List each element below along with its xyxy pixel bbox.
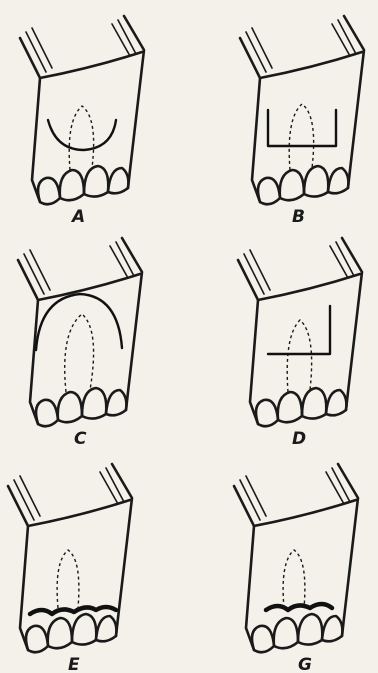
panel-label: G xyxy=(298,655,312,673)
panel-label: B xyxy=(292,207,305,227)
root-outline xyxy=(65,314,94,392)
panel-label: A xyxy=(70,207,85,227)
incision-line xyxy=(30,607,116,614)
incision-line xyxy=(36,294,122,350)
panel-label: C xyxy=(74,429,87,449)
panel-label: D xyxy=(292,429,306,449)
teeth xyxy=(36,388,126,426)
root-outline xyxy=(287,320,311,392)
teeth xyxy=(258,166,348,204)
teeth xyxy=(256,388,346,426)
panel-label: E xyxy=(68,655,80,673)
teeth xyxy=(38,166,128,204)
root-outline xyxy=(283,550,305,608)
incision-line xyxy=(266,604,332,610)
panel-c: C xyxy=(18,238,142,449)
panel-d: D xyxy=(238,238,362,449)
root-outline xyxy=(289,104,313,170)
incision-line xyxy=(48,120,116,150)
panel-b: B xyxy=(240,16,364,227)
incision-line xyxy=(268,110,336,146)
panel-e: E xyxy=(8,464,132,673)
incision-line xyxy=(268,306,330,354)
panel-g: G xyxy=(234,464,358,673)
panel-a: A xyxy=(20,16,144,227)
teeth xyxy=(252,614,342,652)
teeth xyxy=(26,614,116,652)
root-outline xyxy=(57,550,79,608)
root-outline xyxy=(69,106,93,170)
